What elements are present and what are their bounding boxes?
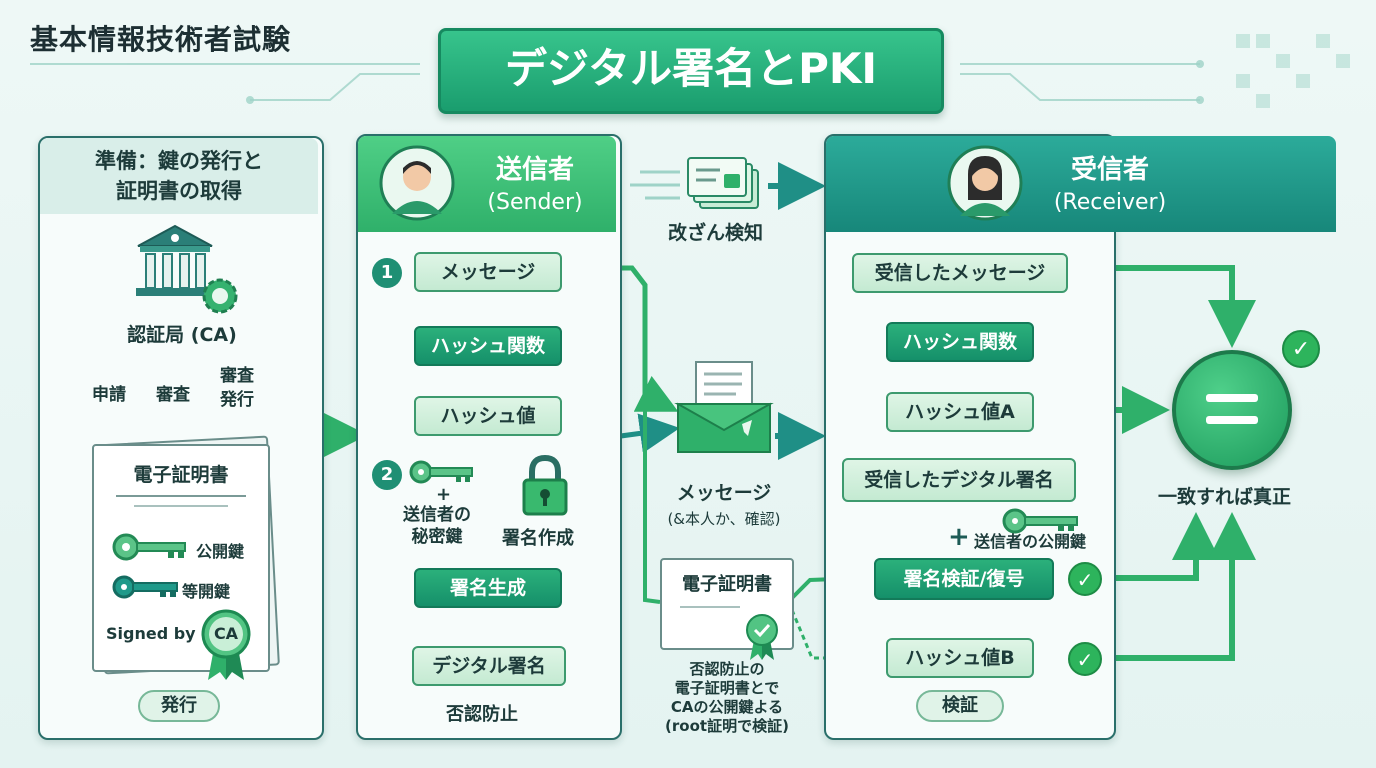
private-key-line1: 送信者の — [403, 505, 471, 525]
main-title-banner: デジタル署名とPKI — [438, 28, 944, 114]
sender-panel — [356, 134, 622, 740]
sender-message-box: メッセージ — [414, 252, 562, 292]
avatar-female-icon — [947, 145, 1023, 221]
sender-title: 送信者 — [495, 155, 574, 185]
step-1-badge: 1 — [372, 258, 402, 288]
received-message-box: 受信したメッセージ — [852, 253, 1068, 293]
equals-icon — [1172, 350, 1292, 470]
signed-by-label: Signed by — [106, 624, 196, 643]
bank-icon — [136, 224, 214, 296]
prep-cert-title: 電子証明書 — [133, 464, 229, 486]
receiver-subtitle: (Receiver) — [1053, 190, 1167, 215]
cert-divider — [680, 606, 740, 608]
hash-value-b-box: ハッシュ値B — [886, 638, 1034, 678]
exam-title: 基本情報技術者試験 — [30, 23, 292, 56]
equals-symbol — [1206, 416, 1258, 424]
middle-note: 否認防止の 電子証明書とで CAの公開鍵よる (root証明で検証) — [652, 660, 802, 736]
key-icon — [1002, 508, 1078, 534]
received-signature-box: 受信したデジタル署名 — [842, 458, 1076, 502]
request-label: 申請 — [92, 385, 126, 405]
sender-digital-signature-box: デジタル署名 — [412, 646, 566, 686]
sender-hash-value-box: ハッシュ値 — [414, 396, 562, 436]
middle-note-line1: 否認防止の — [689, 660, 765, 678]
gear-badge-icon — [202, 278, 238, 314]
receiver-title: 受信者 — [1070, 155, 1149, 185]
review-label: 審査 — [156, 385, 190, 405]
sender-public-key-label: 送信者の公開鍵 — [974, 532, 1087, 551]
prep-title-line2: 証明書の取得 — [116, 179, 242, 203]
review-issue-line1: 審査 — [220, 366, 254, 386]
receiver-plus-sign: + — [948, 522, 970, 552]
sender-hash-func-box: ハッシュ関数 — [414, 326, 562, 366]
review-issue-label: 審査 発行 — [220, 364, 254, 412]
key-icon — [112, 575, 178, 599]
public-key-label: 公開鍵 — [196, 542, 245, 561]
prep-footer: 発行 — [138, 690, 220, 722]
private-key-label: 送信者の 秘密鍵 — [392, 504, 482, 548]
document-icon — [687, 157, 759, 209]
sign-create-label: 署名作成 — [502, 528, 574, 549]
middle-note-line3: CAの公開鍵よる — [670, 698, 784, 716]
review-issue-line2: 発行 — [220, 390, 254, 410]
tamper-detect-label: 改ざん検知 — [668, 222, 764, 244]
lock-icon — [522, 454, 568, 516]
middle-cert-title: 電子証明書 — [682, 574, 772, 595]
cert-divider — [134, 505, 228, 507]
prep-title: 準備：鍵の発行と 証明書の取得 — [40, 138, 318, 214]
plus-sign: + — [436, 484, 452, 505]
sender-footer: 否認防止 — [446, 704, 518, 725]
receiver-hash-func-box: ハッシュ関数 — [886, 322, 1034, 362]
receiver-header — [826, 136, 1336, 232]
middle-note-line4: (root証明で検証) — [665, 717, 789, 735]
ca-label: 認証局 (CA) — [127, 324, 237, 346]
prep-title-line1: 準備：鍵の発行と — [95, 149, 263, 173]
match-label: 一致すれば真正 — [1158, 486, 1292, 508]
middle-message-sub: (&本人か、確認) — [667, 510, 781, 528]
check-icon: ✓ — [1068, 562, 1102, 596]
key-icon — [112, 533, 186, 561]
seal-ribbon-icon — [746, 614, 778, 660]
sender-subtitle: (Sender) — [487, 190, 583, 215]
seal-ribbon-icon — [201, 609, 251, 680]
middle-note-line2: 電子証明書とで — [674, 679, 780, 697]
check-icon: ✓ — [1068, 642, 1102, 676]
equals-symbol — [1206, 394, 1258, 402]
check-icon: ✓ — [1282, 330, 1320, 368]
secret-key-label: 等開鍵 — [182, 582, 231, 601]
verify-decrypt-box: 署名検証/復号 — [874, 558, 1054, 600]
avatar-male-icon — [379, 145, 455, 221]
seal-text: CA — [213, 624, 239, 643]
key-icon — [409, 460, 473, 484]
hash-value-a-box: ハッシュ値A — [886, 392, 1034, 432]
step-2-badge: 2 — [372, 460, 402, 490]
receiver-footer: 検証 — [916, 690, 1004, 722]
middle-message-label: メッセージ — [676, 482, 772, 504]
private-key-line2: 秘密鍵 — [411, 527, 463, 547]
cert-divider — [116, 495, 246, 497]
envelope-icon — [674, 361, 774, 453]
sender-sign-generate-box: 署名生成 — [414, 568, 562, 608]
